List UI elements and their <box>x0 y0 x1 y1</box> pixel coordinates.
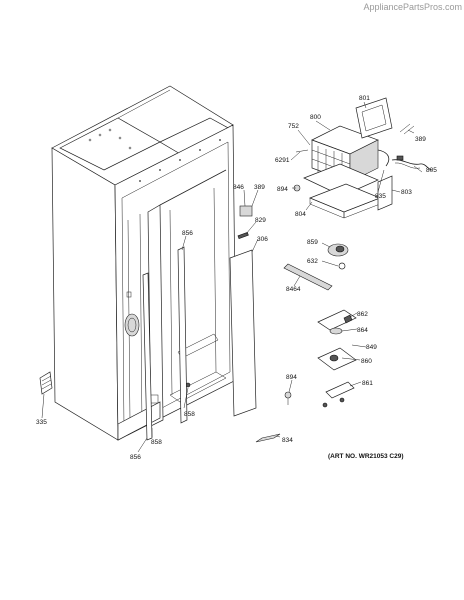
heater-rod-8464 <box>283 263 333 291</box>
callout-861: 861 <box>362 380 373 387</box>
callout-335: 335 <box>36 419 47 426</box>
callout-labels: 801 800 752 389 6291 805 894 835 803 804… <box>36 95 437 461</box>
callout-389-top: 389 <box>415 136 426 143</box>
callout-8464: 8464 <box>286 286 301 293</box>
wire-harness-805 <box>391 155 433 171</box>
callout-849: 849 <box>366 344 377 351</box>
callout-389-mid: 389 <box>254 184 265 191</box>
gasket-strip-left <box>142 272 153 441</box>
callout-801: 801 <box>359 95 370 102</box>
watermark: AppliancePartsPros.com <box>363 2 462 12</box>
callout-864: 864 <box>357 327 368 334</box>
callout-894-bottom: 894 <box>286 374 297 381</box>
callout-858-right: 858 <box>184 411 195 418</box>
callout-859: 859 <box>307 239 318 246</box>
callout-835: 835 <box>375 193 386 200</box>
lower-fan-assembly <box>317 309 357 408</box>
drain-pan-804 <box>303 163 379 197</box>
callout-846: 846 <box>233 184 244 191</box>
leader-lines <box>41 101 423 453</box>
side-panel-306 <box>229 249 257 417</box>
grille-335 <box>39 371 53 395</box>
callout-856-top: 856 <box>182 230 193 237</box>
sensor-6291 <box>295 149 309 153</box>
callout-805: 805 <box>426 167 437 174</box>
module-846 <box>239 205 253 217</box>
callout-862: 862 <box>357 311 368 318</box>
gasket-strip-right <box>177 246 188 424</box>
callout-803: 803 <box>401 189 412 196</box>
callout-306: 306 <box>257 236 268 243</box>
callout-829: 829 <box>255 217 266 224</box>
trim-bar-834 <box>255 433 281 443</box>
wire-389 <box>399 123 415 135</box>
callout-860: 860 <box>361 358 372 365</box>
callout-800: 800 <box>310 114 321 121</box>
callout-856-bottom: 856 <box>130 454 141 461</box>
pin-829 <box>237 231 249 239</box>
fan-shroud-801 <box>355 97 393 139</box>
evaporator-cover-804 <box>309 183 381 213</box>
callout-804: 804 <box>295 211 306 218</box>
art-number: (ART NO. WR21053 C29) <box>328 453 404 460</box>
callout-752: 752 <box>288 123 299 130</box>
callout-858-left: 858 <box>151 439 162 446</box>
callout-834: 834 <box>282 437 293 444</box>
callout-6291: 6291 <box>275 157 290 164</box>
fastener-894-bottom <box>284 391 292 405</box>
refrigerator-cabinet <box>51 85 237 441</box>
callout-894-top: 894 <box>277 186 288 193</box>
fan-motor-859 <box>327 243 349 270</box>
callout-632: 632 <box>307 258 318 265</box>
bracket-803 <box>377 175 393 211</box>
